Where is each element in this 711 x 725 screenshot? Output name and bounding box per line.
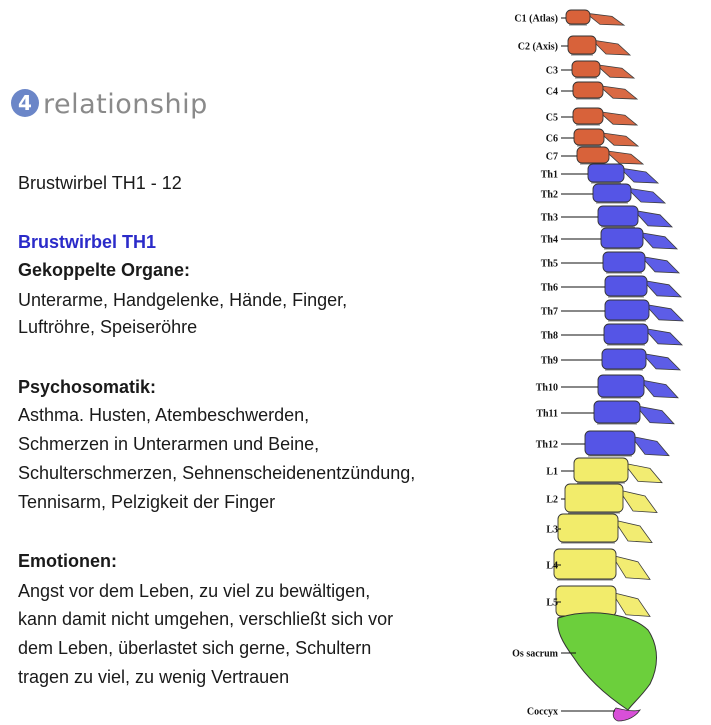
vertebra-process-9 <box>625 187 667 204</box>
vertebra-body-14 <box>604 299 650 321</box>
logo-text: relationship <box>43 89 208 120</box>
vertebra-process-11 <box>637 231 679 250</box>
vertebra-process-1 <box>584 12 626 26</box>
vertebra-body-9 <box>592 183 632 203</box>
vertebra-body-17 <box>597 374 645 398</box>
vertebra-process-3 <box>594 64 636 79</box>
vertebra-process-22 <box>613 519 653 543</box>
spine-label-14: Th7 <box>541 307 558 318</box>
vertebra-body-19 <box>584 430 636 456</box>
psycho-line-2: Schmerzen in Unterarmen und Beine, <box>18 434 320 454</box>
spine-label-12: Th5 <box>541 259 558 270</box>
emotions-line-4: tragen zu viel, zu wenig Vertrauen <box>18 667 290 687</box>
spine-label-20: L1 <box>546 467 558 478</box>
vertebra-process-18 <box>634 405 675 425</box>
vertebra-body-20 <box>573 457 629 483</box>
psycho-line-1: Asthma. Husten, Atembeschwerden, <box>18 405 310 425</box>
vertebra-process-6 <box>598 132 640 147</box>
spine-label-24: L5 <box>546 598 558 609</box>
psycho-line-3: Schulterschmerzen, Sehnenscheidenentzünd… <box>18 463 416 483</box>
vertebra-body-1 <box>565 9 591 25</box>
vertebra-process-12 <box>639 255 681 274</box>
spine-label-17: Th10 <box>536 383 558 394</box>
vertebra-body-13 <box>604 275 648 297</box>
vertebra-process-24 <box>611 591 651 617</box>
vertebra-body-10 <box>597 205 639 227</box>
vertebra-process-4 <box>597 85 639 100</box>
emotions-line-1: Angst vor dem Leben, zu viel zu bewältig… <box>18 581 371 601</box>
spine-label-4: C4 <box>546 87 558 98</box>
vertebra-body-21 <box>564 483 624 513</box>
intro-text: Brustwirbel TH1 - 12 <box>18 173 182 193</box>
spine-label-3: C3 <box>546 66 558 77</box>
spine-label-23: L4 <box>546 561 558 572</box>
spine-label-7: C7 <box>546 152 558 163</box>
spine-label-2: C2 (Axis) <box>518 42 558 53</box>
logo-mark-text: 4 <box>18 91 32 115</box>
spine-label-21: L2 <box>546 495 558 506</box>
spine-diagram: C1 (Atlas) C2 (Axis) C3C4C5C6C7Th1Th2Th3Th… <box>512 9 685 722</box>
organs-title: Gekoppelte Organe: <box>18 260 191 280</box>
spine-label-18: Th11 <box>536 409 558 420</box>
vertebra-body-15 <box>603 323 649 345</box>
vertebra-body-6 <box>573 128 605 146</box>
section-heading: Brustwirbel TH1 <box>18 232 157 252</box>
spine-label-9: Th2 <box>541 190 558 201</box>
vertebra-process-14 <box>643 303 685 322</box>
vertebra-body-24 <box>555 585 617 617</box>
spine-label-19: Th12 <box>536 440 558 451</box>
spine-label-5: C5 <box>546 113 558 124</box>
vertebra-process-21 <box>618 489 658 513</box>
vertebra-process-20 <box>623 462 663 484</box>
spine-label-16: Th9 <box>541 356 558 367</box>
spine-label-10: Th3 <box>541 213 558 224</box>
spine-label-11: Th4 <box>541 235 558 246</box>
emotions-line-3: dem Leben, überlastet sich gerne, Schult… <box>18 638 372 658</box>
vertebra-body-23 <box>553 548 617 580</box>
vertebra-process-2 <box>590 39 632 56</box>
vertebra-body-18 <box>593 400 641 424</box>
spine-label-15: Th8 <box>541 331 558 342</box>
vertebra-process-15 <box>642 327 684 346</box>
spine-label-13: Th6 <box>541 283 558 294</box>
vertebra-process-16 <box>640 352 682 371</box>
vertebra-process-8 <box>618 167 660 184</box>
psycho-line-4: Tennisarm, Pelzigkeit der Finger <box>18 492 276 512</box>
spine-label-1: C1 (Atlas) <box>514 14 558 25</box>
emotions-line-2: kann damit nicht umgehen, verschließt si… <box>18 609 394 629</box>
sacrum-shape <box>557 612 657 711</box>
vertebra-body-4 <box>572 81 604 99</box>
vertebra-body-3 <box>571 60 601 78</box>
vertebra-body-12 <box>602 251 646 273</box>
vertebra-body-22 <box>557 513 619 543</box>
spine-label-22: L3 <box>546 525 558 536</box>
vertebra-process-13 <box>641 279 683 298</box>
vertebra-body-16 <box>601 348 647 370</box>
psycho-title: Psychosomatik: <box>18 377 157 397</box>
vertebra-process-19 <box>630 435 670 457</box>
spine-label-26: Coccyx <box>527 707 558 718</box>
vertebra-body-2 <box>567 35 597 55</box>
vertebra-body-8 <box>587 163 625 183</box>
vertebra-body-11 <box>600 227 644 249</box>
organs-line-2: Luftröhre, Speiseröhre <box>18 317 198 337</box>
logo-mark-icon: 4 <box>11 89 39 117</box>
spine-label-25: Os sacrum <box>512 649 559 660</box>
vertebra-process-17 <box>638 379 679 399</box>
spine-label-6: C6 <box>546 134 558 145</box>
vertebra-process-7 <box>603 150 645 165</box>
vertebra-body-7 <box>576 146 610 164</box>
vertebra-process-23 <box>611 554 651 580</box>
emotions-title: Emotionen: <box>18 551 117 571</box>
vertebra-process-10 <box>632 209 674 228</box>
vertebra-body-5 <box>572 107 604 125</box>
coccyx-shape <box>612 707 641 722</box>
spine-label-8: Th1 <box>541 170 558 181</box>
organs-line-1: Unterarme, Handgelenke, Hände, Finger, <box>18 290 348 310</box>
vertebra-process-5 <box>597 111 639 126</box>
